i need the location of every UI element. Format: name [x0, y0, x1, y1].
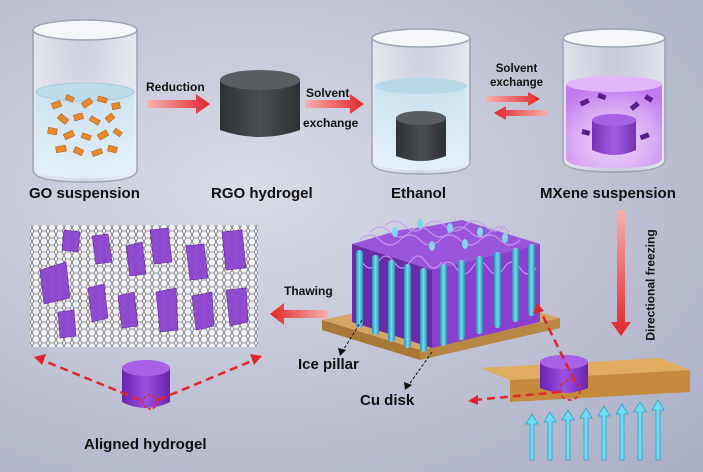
ice-pillar-tips — [392, 219, 508, 251]
zoom-connector-right-up — [538, 309, 577, 383]
rgo-hydrogel-cylinder — [220, 70, 300, 137]
zoom-connector-left-b — [157, 358, 255, 402]
go-flakes — [47, 94, 123, 157]
ethanol-beaker — [371, 28, 471, 175]
ice-pillars — [356, 244, 535, 352]
ethanol-label: Ethanol — [391, 185, 446, 202]
zoom-connector-left-b-head — [250, 354, 262, 365]
directional-freezing-label: Directional freezing — [643, 229, 658, 341]
exchange-label-2: exchange — [490, 77, 544, 89]
solvent-exchange-label-2: Solvent exchange — [490, 62, 543, 90]
aligned-hydrogel-cylinder — [122, 360, 170, 410]
thawing-arrow — [270, 303, 328, 325]
exchange-label-1: exchange — [303, 116, 359, 130]
cu-disk-pointer-head — [404, 382, 412, 390]
zoom-connector-right — [473, 390, 561, 402]
freezing-cu-plate — [480, 355, 690, 402]
mxene-suspension-label: MXene suspension — [540, 185, 676, 202]
zoom-connector-left-a — [41, 358, 141, 402]
zoom-connector-right-up-head — [533, 303, 544, 314]
cold-flow-arrows — [525, 399, 665, 461]
mxene-beaker — [562, 28, 666, 173]
solvent-exchange-arrow-back — [494, 106, 548, 120]
zoom-connector-right-head — [468, 395, 478, 405]
reduction-label: Reduction — [146, 80, 205, 94]
solvent-exchange-arrow-1 — [305, 94, 364, 114]
reduction-arrow — [148, 94, 210, 114]
solvent-label-1: Solvent — [306, 86, 350, 100]
aligned-network — [30, 225, 258, 347]
solvent-exchange-arrow-forward — [486, 92, 540, 106]
cu-disk-pointer — [407, 351, 433, 387]
ice-pillar-label: Ice pillar — [298, 356, 359, 373]
thawing-label: Thawing — [284, 284, 333, 298]
solvent-label-2: Solvent — [495, 63, 538, 75]
go-suspension-label: GO suspension — [29, 185, 140, 202]
ice-pillar-pointer — [341, 319, 363, 353]
directional-freezing-arrow — [611, 210, 631, 336]
ice-pillar-pointer-head — [338, 348, 346, 356]
rgo-hydrogel-label: RGO hydrogel — [211, 185, 313, 202]
cu-disk-label: Cu disk — [360, 392, 415, 409]
aligned-hydrogel-label: Aligned hydrogel — [84, 436, 207, 453]
zoom-connector-left-a-head — [34, 354, 46, 365]
